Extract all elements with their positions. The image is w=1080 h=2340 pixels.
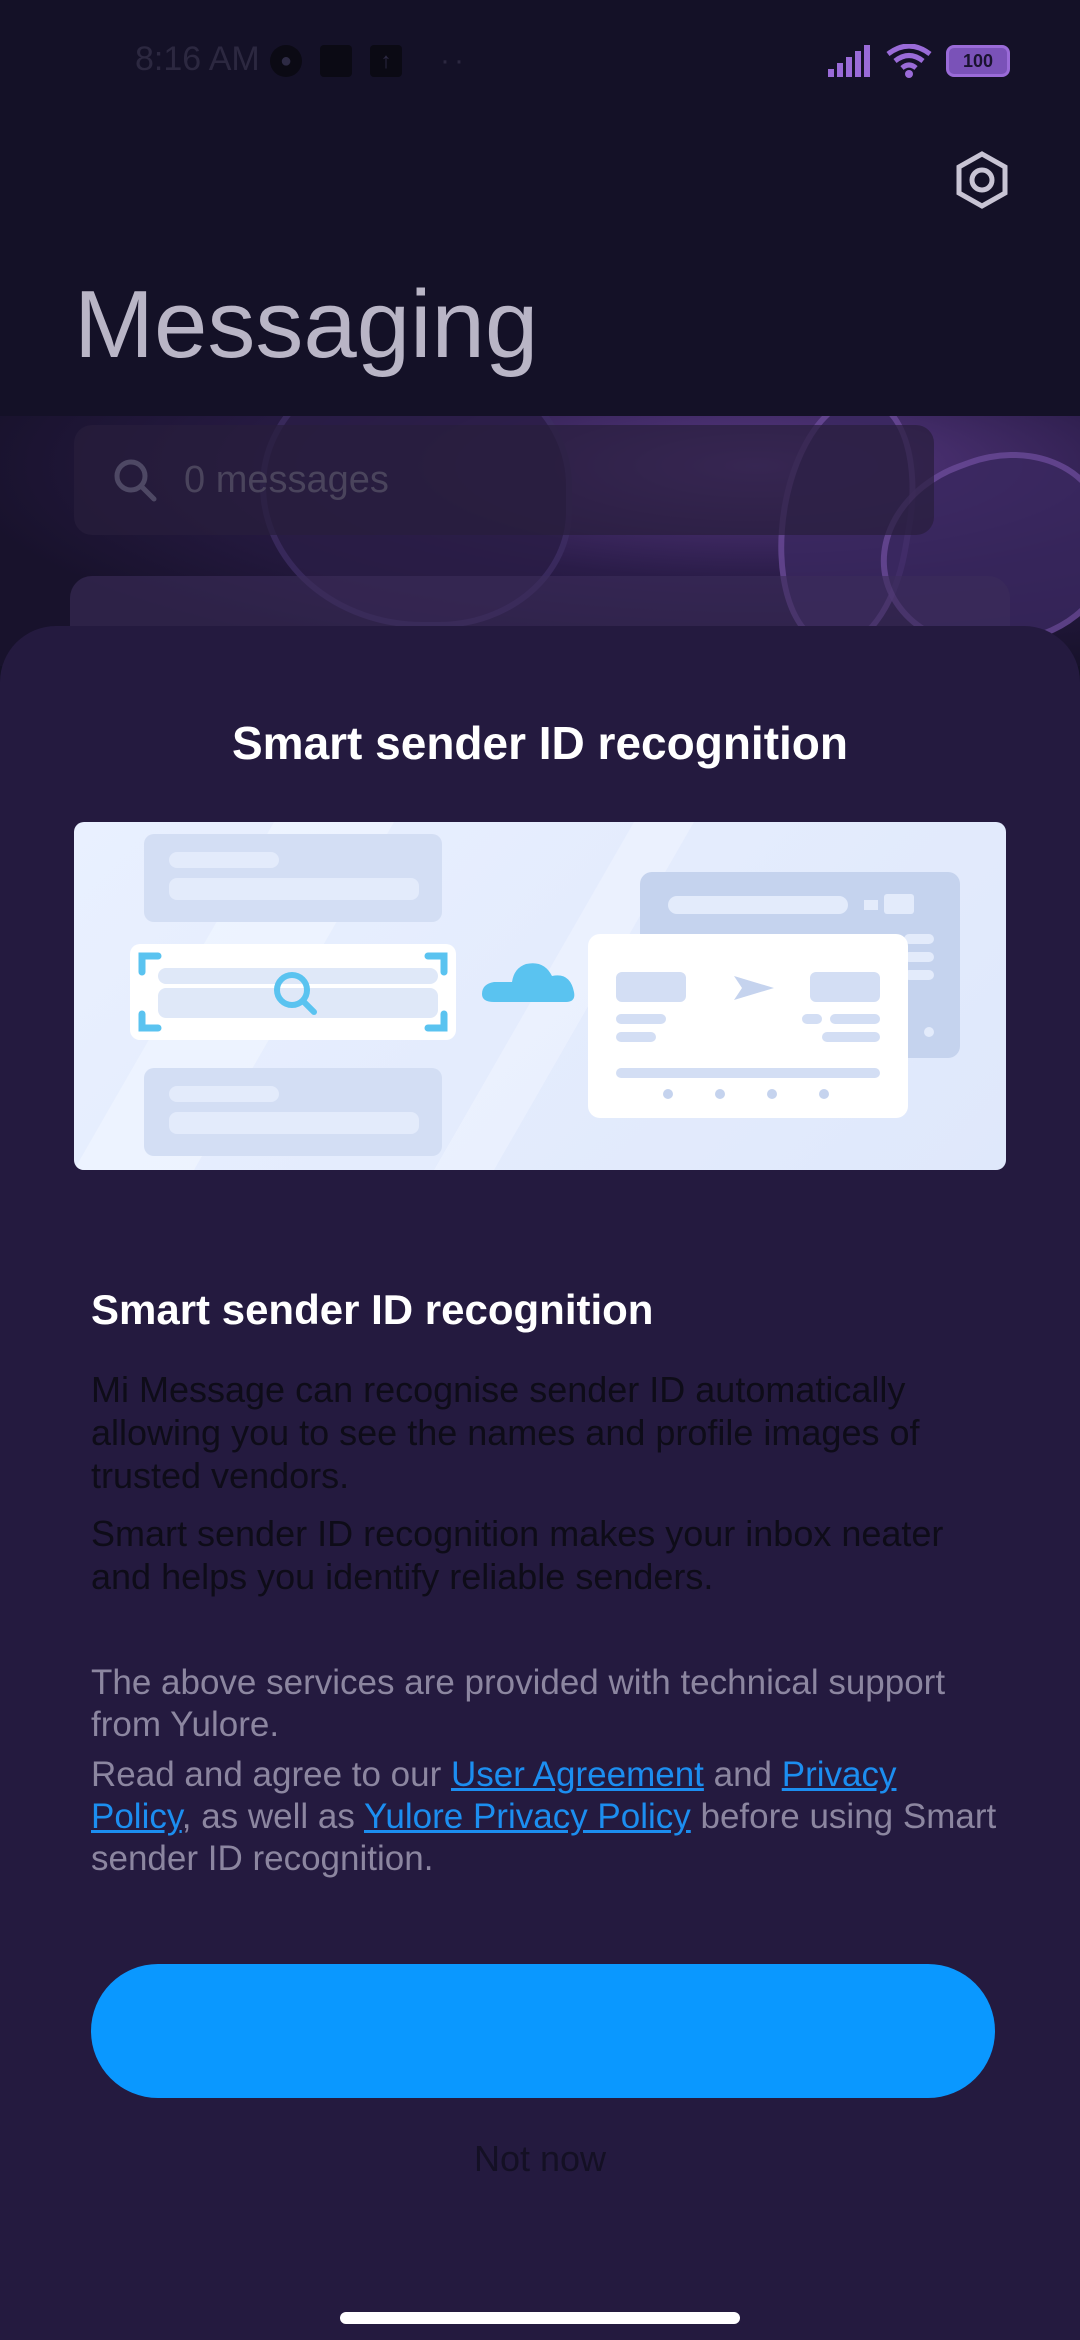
page-title: Messaging	[74, 271, 539, 378]
signal-icon	[828, 45, 870, 77]
privacy-policy-link[interactable]: Privacy Policy	[91, 1755, 897, 1836]
sender-recognition-illustration	[74, 822, 1006, 1170]
notification-icon: ●	[270, 45, 302, 77]
agreement-suffix: before using Smart sender ID recognition…	[91, 1797, 997, 1878]
status-bar: 8:16 AM ● ↑ ·· 100	[0, 0, 1080, 120]
not-now-button[interactable]: Not now	[473, 2138, 607, 2179]
agreement-as-well: , as well as	[181, 1797, 364, 1836]
agreement-and: and	[703, 1755, 782, 1794]
section-heading: Smart sender ID recognition	[91, 1286, 654, 1333]
status-system-icons: 100	[828, 44, 1010, 78]
home-indicator[interactable]	[340, 2312, 740, 2324]
wifi-icon	[886, 44, 932, 78]
app-icon	[320, 45, 352, 77]
description-paragraph-1: Mi Message can recognise sender ID autom…	[91, 1369, 920, 1496]
user-agreement-link[interactable]: User Agreement	[450, 1755, 704, 1794]
search-input[interactable]: 0 messages	[74, 425, 934, 535]
search-icon	[114, 459, 157, 502]
smart-sender-dialog: Smart sender ID recognition	[0, 626, 1080, 2340]
battery-icon: 100	[946, 45, 1010, 77]
agreement-prefix: Read and agree to our	[91, 1755, 451, 1794]
description-paragraph-2: Smart sender ID recognition makes your i…	[91, 1513, 944, 1597]
status-time: 8:16 AM	[135, 40, 260, 78]
search-placeholder: 0 messages	[184, 458, 389, 501]
upload-icon: ↑	[370, 45, 402, 77]
dialog-title: Smart sender ID recognition	[231, 717, 848, 769]
more-dots-icon: ··	[440, 44, 468, 77]
agreement-text: Read and agree to our User Agreement and…	[91, 1754, 1001, 1880]
support-notice: The above services are provided with tec…	[91, 1663, 946, 1744]
settings-icon[interactable]	[952, 150, 1012, 210]
status-notification-icons: ● ↑ ··	[270, 44, 468, 78]
enable-button[interactable]	[91, 1964, 995, 2098]
yulore-privacy-policy-link[interactable]: Yulore Privacy Policy	[363, 1797, 691, 1836]
